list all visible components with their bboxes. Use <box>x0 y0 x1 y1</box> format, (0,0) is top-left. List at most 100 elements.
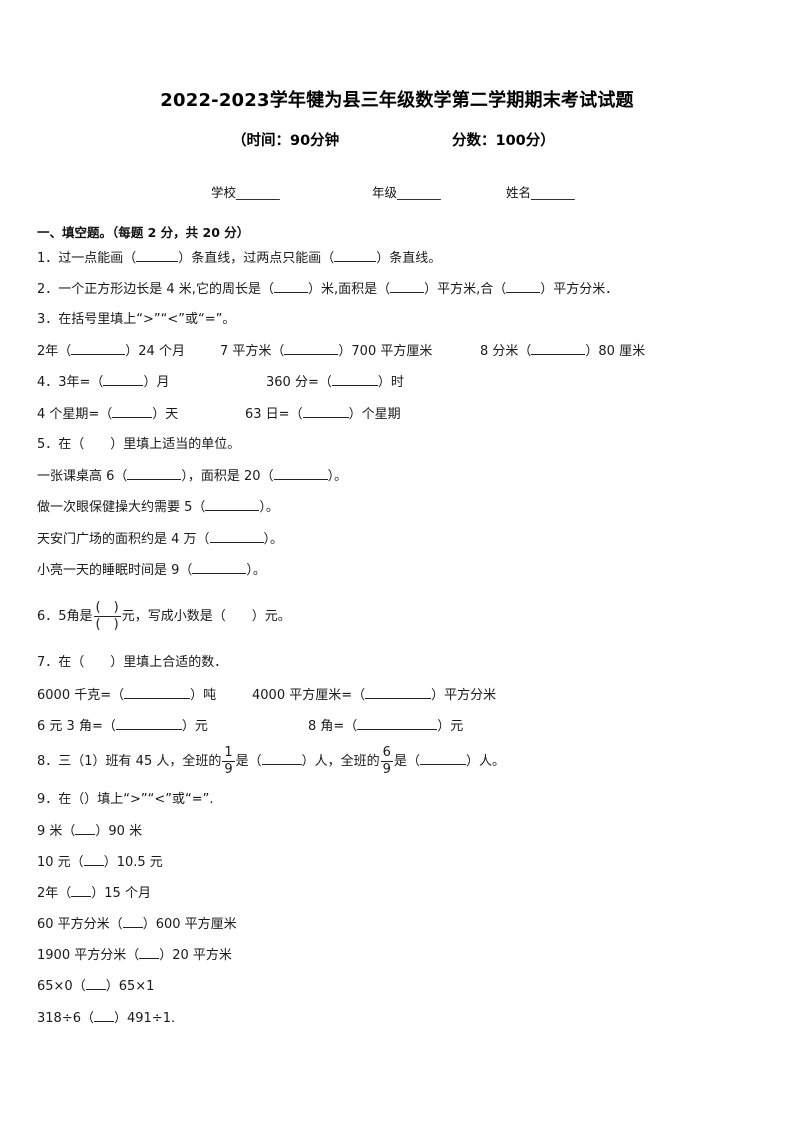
exam-time: （时间：90分钟 <box>232 133 340 149</box>
q5-item: 做一次眼保健操大约需要 5（）。 <box>37 498 279 517</box>
answer-blank[interactable] <box>115 717 182 730</box>
answer-blank[interactable] <box>192 561 247 574</box>
answer-blank[interactable] <box>302 405 349 418</box>
q4-item: 63 日=（）个星期 <box>245 405 401 424</box>
q8-text: ）人。 <box>465 754 505 769</box>
answer-blank[interactable] <box>357 717 438 730</box>
answer-blank[interactable] <box>136 249 179 262</box>
answer-blank[interactable] <box>112 405 153 418</box>
school-field: 学校_______ <box>211 185 280 200</box>
item-text: ）90 米 <box>95 824 143 839</box>
item-text: 小亮一天的睡眠时间是 9（ <box>37 563 193 578</box>
fraction-denominator: 9 <box>224 762 233 777</box>
q5-item: 一张课桌高 6（ ），面积是 20（ ）。 <box>37 467 347 486</box>
q9-item: 60 平方分米（）600 平方厘米 <box>37 915 237 934</box>
item-text: 一张课桌高 6（ <box>37 469 128 484</box>
answer-blank[interactable] <box>284 342 339 355</box>
answer-blank[interactable] <box>85 977 106 990</box>
item-text: 8 分米（ <box>480 344 532 359</box>
item-text: 360 分=（ <box>266 375 332 390</box>
answer-blank[interactable] <box>127 467 182 480</box>
answer-blank[interactable] <box>365 686 432 699</box>
q1-text: 1．过一点能画（ <box>37 251 137 266</box>
q8-text: ）人，全班的 <box>301 754 380 769</box>
answer-blank[interactable] <box>273 467 328 480</box>
question-7-prompt: 7．在（ ）里填上合适的数． <box>37 655 228 670</box>
q9-item: 1900 平方分米（）20 平方米 <box>37 946 232 965</box>
item-text: ）。 <box>327 469 348 484</box>
answer-blank[interactable] <box>205 498 260 511</box>
answer-blank[interactable] <box>506 280 541 293</box>
fraction-numerator: 1 <box>222 745 235 762</box>
q4-item: 4．3年=（）月 <box>37 373 169 392</box>
question-2: 2．一个正方形边长是 4 米,它的周长是（）米,面积是（）平方米,合（）平方分米… <box>37 280 618 299</box>
q9-item: 10 元（ ）10.5 元 <box>37 853 163 872</box>
fraction-numerator: 6 <box>380 745 393 762</box>
item-text: ）天 <box>152 407 179 422</box>
q6-text: 6．5角是 <box>37 609 93 624</box>
q9-item: 318÷6（ ）491÷1. <box>37 1009 175 1028</box>
item-text: ）20 平方米 <box>159 948 232 963</box>
item-text: 60 平方分米（ <box>37 917 123 932</box>
answer-blank[interactable] <box>122 915 143 928</box>
q6-text: 元，写成小数是（ ）元。 <box>121 609 291 624</box>
item-text: ）。 <box>263 532 284 547</box>
q7-item: 6000 千克=（）吨 <box>37 686 216 705</box>
answer-blank[interactable] <box>93 1009 114 1022</box>
answer-blank[interactable] <box>75 822 96 835</box>
item-text: 318÷6（ <box>37 1011 94 1026</box>
grade-field: 年级_______ <box>372 185 441 200</box>
item-text: 10 元（ <box>37 855 84 870</box>
q3-item: 7 平方米（）700 平方厘米 <box>220 342 432 361</box>
answer-blank[interactable] <box>331 373 378 386</box>
answer-blank[interactable] <box>103 373 144 386</box>
answer-blank[interactable] <box>273 280 308 293</box>
q4-item: 360 分=（ ）时 <box>266 373 404 392</box>
section-heading: 一、填空题。（每题 2 分，共 20 分） <box>37 225 250 240</box>
item-text: 4000 平方厘米=（ <box>252 688 366 703</box>
answer-blank[interactable] <box>139 946 160 959</box>
name-field: 姓名_______ <box>506 185 575 200</box>
q7-item: 6 元 3 角=（ ）元 <box>37 717 208 736</box>
item-text: ）10.5 元 <box>103 855 163 870</box>
q2-text: ）平方分米． <box>540 282 619 297</box>
answer-blank[interactable] <box>390 280 425 293</box>
item-text: ）时 <box>377 375 404 390</box>
item-text: ）平方分米 <box>431 688 497 703</box>
answer-blank[interactable] <box>71 884 92 897</box>
answer-blank[interactable] <box>124 686 191 699</box>
item-text: 2年（ <box>37 344 72 359</box>
item-text: ）491÷1. <box>113 1011 176 1026</box>
item-text: ）65×1 <box>105 979 155 994</box>
item-text: 6 元 3 角=（ <box>37 719 116 734</box>
item-text: ）元 <box>181 719 208 734</box>
answer-blank[interactable] <box>71 342 126 355</box>
exam-title: 2022-2023学年犍为县三年级数学第二学期期末考试试题 <box>160 90 634 111</box>
q8-text: 是（ <box>235 754 262 769</box>
item-text: ）15 个月 <box>91 886 151 901</box>
q9-item: 2年（）15 个月 <box>37 884 151 903</box>
q2-text: ）米,面积是（ <box>307 282 391 297</box>
q7-item: 4000 平方厘米=（ ）平方分米 <box>252 686 496 705</box>
q4-item: 4 个星期=（）天 <box>37 405 178 424</box>
question-3-prompt: 3．在括号里填上“>”“<”或“=”。 <box>37 312 236 327</box>
item-text: ）700 平方厘米 <box>338 344 433 359</box>
answer-blank[interactable] <box>419 752 466 765</box>
q9-item: 9 米（）90 米 <box>37 822 142 841</box>
answer-blank[interactable] <box>83 853 104 866</box>
item-text: ）80 厘米 <box>585 344 646 359</box>
item-text: 做一次眼保健操大约需要 5（ <box>37 500 206 515</box>
answer-blank[interactable] <box>261 752 302 765</box>
item-text: ），面积是 20（ <box>181 469 274 484</box>
exam-score: 分数：100分） <box>452 133 555 149</box>
item-text: 6000 千克=（ <box>37 688 125 703</box>
answer-blank[interactable] <box>209 530 264 543</box>
item-text: 4．3年=（ <box>37 375 104 390</box>
answer-blank[interactable] <box>531 342 586 355</box>
item-text: ）元 <box>437 719 464 734</box>
answer-blank[interactable] <box>334 249 377 262</box>
fraction[interactable]: ( )( ) <box>93 600 121 633</box>
q2-text: 2．一个正方形边长是 4 米,它的周长是（ <box>37 282 274 297</box>
